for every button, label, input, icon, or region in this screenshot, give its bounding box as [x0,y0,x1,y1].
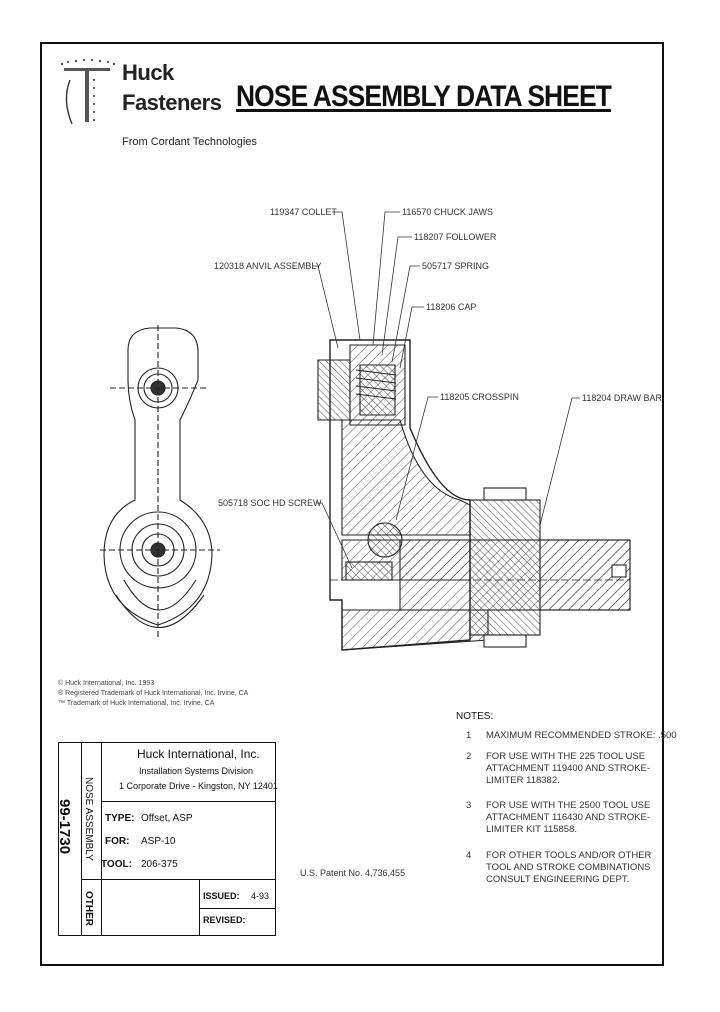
note-2: 2 FOR USE WITH THE 225 TOOL USE ATTACHME… [466,751,651,786]
type-label: TYPE: [105,813,135,824]
company-name: Huck International, Inc. [137,747,260,761]
tool-value: 206-375 [141,859,178,870]
tool-label: TOOL: [101,859,132,870]
for-value: ASP-10 [141,836,176,847]
issued-label: ISSUED: [203,891,240,901]
callout-spring: 505717 SPRING [422,261,490,271]
division-name: Installation Systems Division [139,766,254,776]
patent-number: U.S. Patent No. 4,736,455 [300,868,406,878]
callout-follower: 118207 FOLLOWER [414,232,497,242]
callout-crosspin: 118205 CROSSPIN [440,392,519,402]
revised-label: REVISED: [203,915,246,925]
company-address: 1 Corporate Drive - Kingston, NY 12401 [119,781,278,791]
doc-category: NOSE ASSEMBLY [83,777,94,861]
logo-line-1: Huck [122,60,174,85]
registered-line: ® Registered Trademark of Huck Internati… [58,690,249,697]
leader-lines [312,211,580,569]
doc-other: OTHER [83,891,94,926]
note-4: 4 FOR OTHER TOOLS AND/OR OTHER TOOL AND … [466,850,652,885]
note-3: 3 FOR USE WITH THE 2500 TOOL USE ATTACHM… [466,800,651,835]
callout-collet: 119347 COLLET [270,207,337,217]
callout-draw-bar: 118204 DRAW BAR [582,393,663,403]
copyright-line: © Huck International, Inc. 1993 [58,680,155,687]
callout-screw: 505718 SOC HD SCREW [218,498,322,508]
callout-anvil: 120318 ANVIL ASSEMBLY [214,261,322,271]
doc-number: 99-1730 [56,799,73,855]
huck-t-mark [60,58,116,125]
section-view [317,339,631,651]
for-label: FOR: [105,836,130,847]
callout-chuck-jaws: 116570 CHUCK JAWS [402,207,494,217]
notes-heading: NOTES: [456,711,494,722]
title-block: 99-1730 NOSE ASSEMBLY OTHER Huck Interna… [56,742,278,936]
trademark-line: ™ Trademark of Huck International, Inc. … [58,700,215,707]
logo-line-2: Fasteners [122,90,222,115]
note-1: 1 MAXIMUM RECOMMENDED STROKE: .500 [466,730,677,741]
type-value: Offset, ASP [141,813,193,824]
issued-value: 4-93 [251,891,270,901]
side-view [100,325,220,640]
callout-cap: 118206 CAP [426,302,477,312]
sheet-frame [40,42,664,966]
logo-tagline: From Cordant Technologies [122,136,257,148]
page-title: NOSE ASSEMBLY DATA SHEET [236,80,612,113]
